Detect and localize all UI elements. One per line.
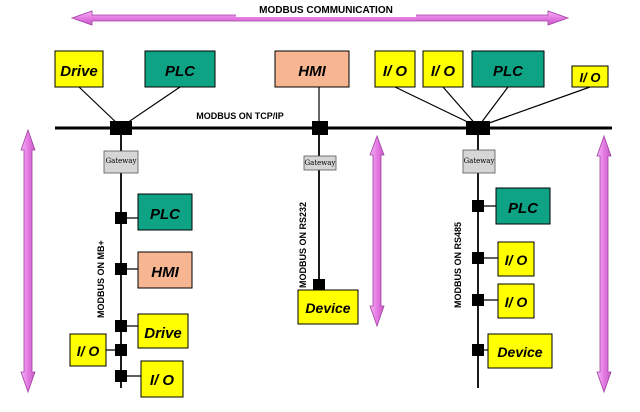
device-plc-left-branch-label: PLC: [150, 206, 181, 223]
device-drive-top-label: Drive: [60, 63, 98, 80]
node-right-io-2: [472, 294, 484, 306]
device-io-right-branch-1-label: I/ O: [505, 252, 528, 268]
device-hmi-top-label: HMI: [298, 63, 326, 80]
device-io-right-branch-1[interactable]: I/ O: [497, 241, 535, 277]
gateway-right: Gateway: [462, 149, 496, 174]
vertical-arrow-right: [596, 134, 612, 394]
top-device-links: [78, 86, 591, 128]
device-io-left-branch-bottom[interactable]: I/ O: [140, 360, 184, 398]
gateway-left: Gateway: [103, 150, 139, 174]
gateway-left-label: Gateway: [106, 157, 137, 165]
node-left-drive: [115, 320, 127, 332]
gateway-right-label: Gateway: [464, 157, 495, 165]
device-plc-right-branch[interactable]: PLC: [495, 187, 551, 225]
node-left-plc: [115, 212, 127, 224]
modbus-communication-arrow: MODBUS COMMUNICATION: [70, 3, 570, 26]
node-left-io: [115, 344, 127, 356]
device-io-left-branch-label: I/ O: [77, 343, 100, 359]
device-io-right-branch-2[interactable]: I/ O: [497, 283, 535, 319]
node-right-plc: [472, 200, 484, 212]
node-right-device: [472, 344, 484, 356]
device-drive-top[interactable]: Drive: [54, 50, 104, 88]
vertical-arrow-middle: [369, 134, 385, 328]
branch-label-mbplus: MODBUS ON MB+: [96, 240, 106, 318]
device-io-left-branch[interactable]: I/ O: [69, 333, 107, 367]
device-io-right-branch-2-label: I/ O: [505, 294, 528, 310]
device-middle-branch-label: Device: [305, 300, 350, 316]
device-io-top-1[interactable]: I/ O: [374, 50, 416, 88]
backbone-label: MODBUS ON TCP/IP: [196, 111, 284, 121]
device-plc-top-left-label: PLC: [165, 63, 196, 80]
gateway-middle-label: Gateway: [305, 159, 336, 167]
device-io-top-3[interactable]: I/ O: [571, 65, 609, 88]
device-drive-left-branch-label: Drive: [144, 325, 182, 342]
connector-left: [110, 121, 132, 135]
device-middle-branch[interactable]: Device: [297, 289, 359, 325]
device-right-branch[interactable]: Device: [487, 333, 553, 369]
right-branch-links: [478, 205, 498, 351]
device-hmi-left-branch[interactable]: HMI: [137, 251, 193, 289]
device-drive-left-branch[interactable]: Drive: [137, 313, 189, 349]
device-hmi-left-branch-label: HMI: [151, 264, 179, 281]
device-plc-right-branch-label: PLC: [508, 200, 539, 217]
node-middle-device: [313, 279, 325, 291]
node-left-io-bottom: [115, 370, 127, 382]
device-right-branch-label: Device: [497, 344, 542, 360]
modbus-communication-title: MODBUS COMMUNICATION: [259, 5, 393, 16]
node-left-hmi: [115, 263, 127, 275]
node-right-io-1: [472, 252, 484, 264]
device-io-left-branch-bottom-label: I/ O: [150, 372, 175, 389]
device-plc-top-right-label: PLC: [493, 63, 524, 80]
device-plc-top-left[interactable]: PLC: [144, 50, 216, 88]
device-io-top-1-label: I/ O: [383, 63, 408, 80]
connector-right: [466, 121, 490, 135]
branch-label-rs485: MODBUS ON RS485: [453, 222, 463, 308]
device-io-top-2[interactable]: I/ O: [422, 50, 464, 88]
device-io-top-2-label: I/ O: [431, 63, 456, 80]
gateway-middle: Gateway: [303, 155, 337, 171]
device-plc-top-right[interactable]: PLC: [471, 50, 545, 88]
vertical-arrow-left: [20, 128, 36, 394]
device-plc-left-branch[interactable]: PLC: [137, 193, 193, 231]
branch-label-rs232: MODBUS ON RS232: [298, 202, 308, 288]
device-io-top-3-label: I/ O: [580, 70, 601, 85]
connector-middle: [312, 121, 328, 135]
device-hmi-top[interactable]: HMI: [274, 50, 350, 88]
